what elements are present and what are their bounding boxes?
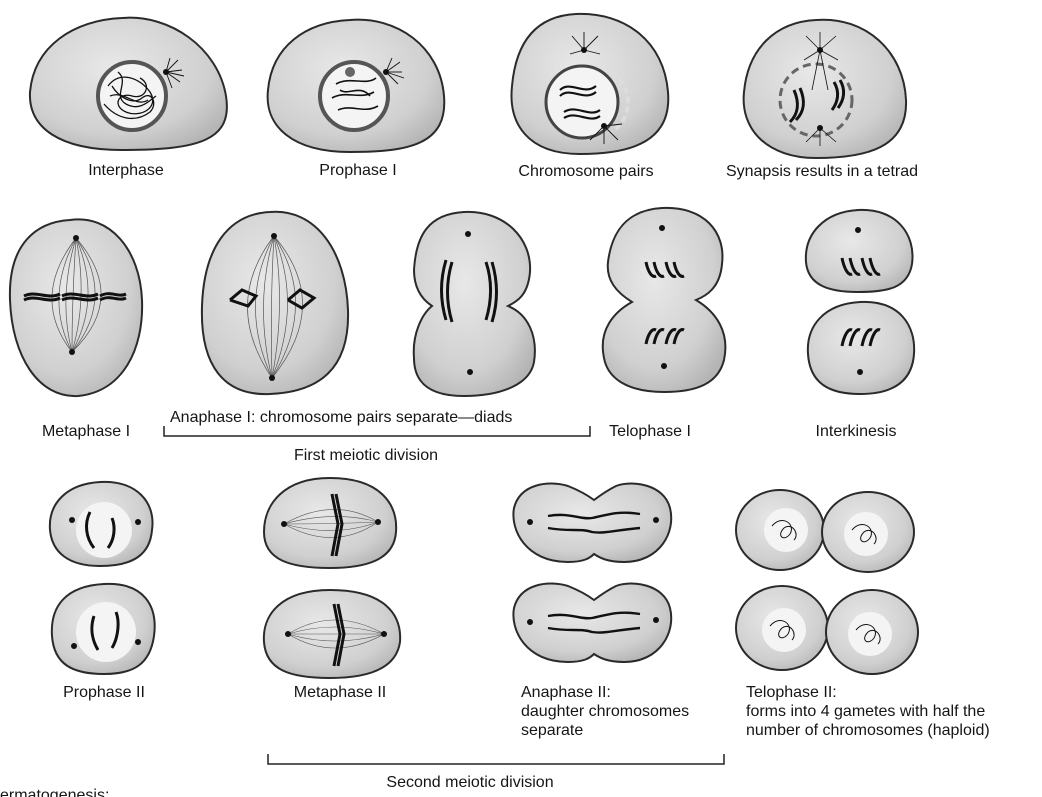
label-anaphase-1: Anaphase I: chromosome pairs separate—di…	[170, 408, 512, 427]
label-prophase-1: Prophase I	[319, 161, 396, 180]
cell-anaphase-1-a	[202, 212, 348, 394]
label-second-division: Second meiotic division	[386, 773, 553, 792]
label-telophase-1: Telophase I	[609, 422, 691, 441]
cell-telophase-1	[603, 208, 726, 392]
label-metaphase-2: Metaphase II	[294, 683, 387, 702]
cell-anaphase-1-b	[414, 212, 535, 396]
label-first-division: First meiotic division	[294, 446, 438, 465]
cell-synapsis	[744, 20, 906, 158]
cell-telophase-2	[736, 490, 918, 674]
label-metaphase-1: Metaphase I	[42, 422, 130, 441]
label-telophase-2: Telophase II: forms into 4 gametes with …	[746, 683, 990, 740]
label-cutoff: ermatogenesis:	[0, 786, 109, 797]
label-anaphase-2: Anaphase II: daughter chromosomes separa…	[521, 683, 689, 740]
cell-prophase-2	[50, 482, 155, 674]
cell-metaphase-1	[10, 219, 142, 396]
cell-anaphase-2	[513, 484, 671, 662]
label-interkinesis: Interkinesis	[816, 422, 897, 441]
first-division-bracket	[164, 426, 590, 436]
label-prophase-2: Prophase II	[63, 683, 145, 702]
cell-interkinesis	[806, 210, 914, 394]
cell-interphase	[30, 18, 227, 150]
label-interphase: Interphase	[88, 161, 164, 180]
cell-chromosome-pairs	[512, 14, 669, 154]
label-chromosome-pairs: Chromosome pairs	[518, 162, 653, 181]
second-division-bracket	[268, 754, 724, 764]
label-synapsis: Synapsis results in a tetrad	[726, 162, 918, 181]
cell-metaphase-2	[264, 478, 400, 678]
cell-prophase-1	[268, 20, 445, 152]
